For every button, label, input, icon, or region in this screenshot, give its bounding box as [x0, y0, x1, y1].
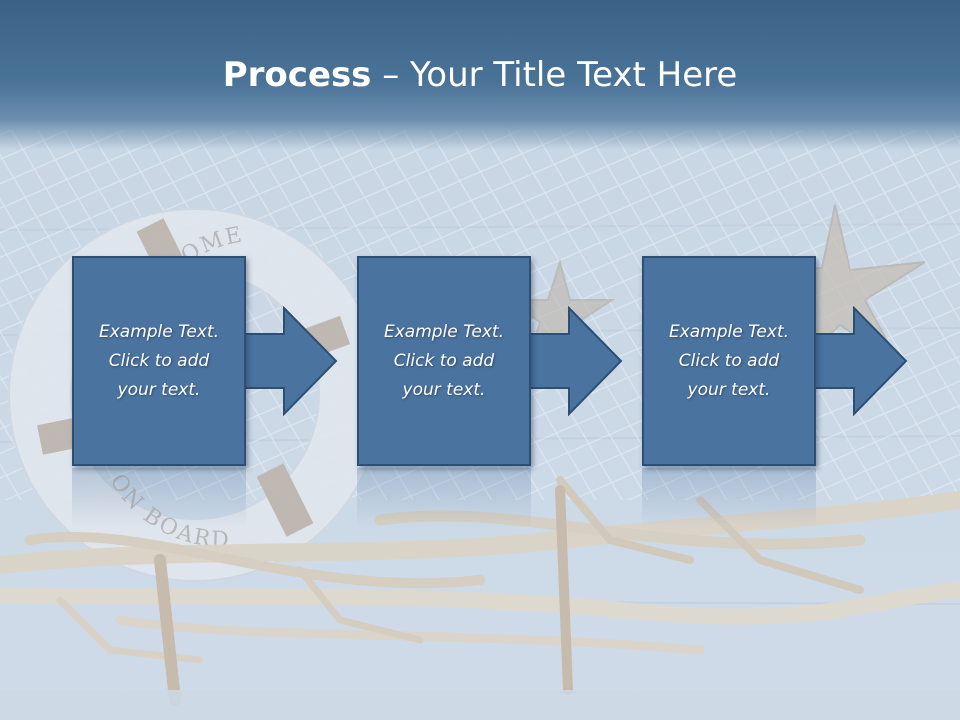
- title-strong: Process: [222, 55, 372, 95]
- step-2-reflection: [357, 468, 531, 528]
- process-step-1[interactable]: Example Text. Click to add your text.: [72, 256, 246, 466]
- driftwood-image: [0, 476, 960, 706]
- arrow-right-icon: [529, 306, 623, 416]
- arrow-right-icon: [244, 306, 338, 416]
- step-1-text[interactable]: Example Text. Click to add your text.: [98, 321, 220, 400]
- step-1-reflection: [72, 468, 246, 528]
- title-band: [0, 0, 960, 150]
- step-3-reflection: [642, 468, 816, 528]
- step-2-text[interactable]: Example Text. Click to add your text.: [383, 321, 505, 400]
- title-rest: – Your Title Text Here: [371, 55, 738, 95]
- step-3-text[interactable]: Example Text. Click to add your text.: [668, 321, 790, 400]
- slide-title[interactable]: Process – Your Title Text Here: [0, 52, 960, 98]
- arrow-right-icon: [814, 306, 908, 416]
- process-step-3[interactable]: Example Text. Click to add your text.: [642, 256, 816, 466]
- process-step-2[interactable]: Example Text. Click to add your text.: [357, 256, 531, 466]
